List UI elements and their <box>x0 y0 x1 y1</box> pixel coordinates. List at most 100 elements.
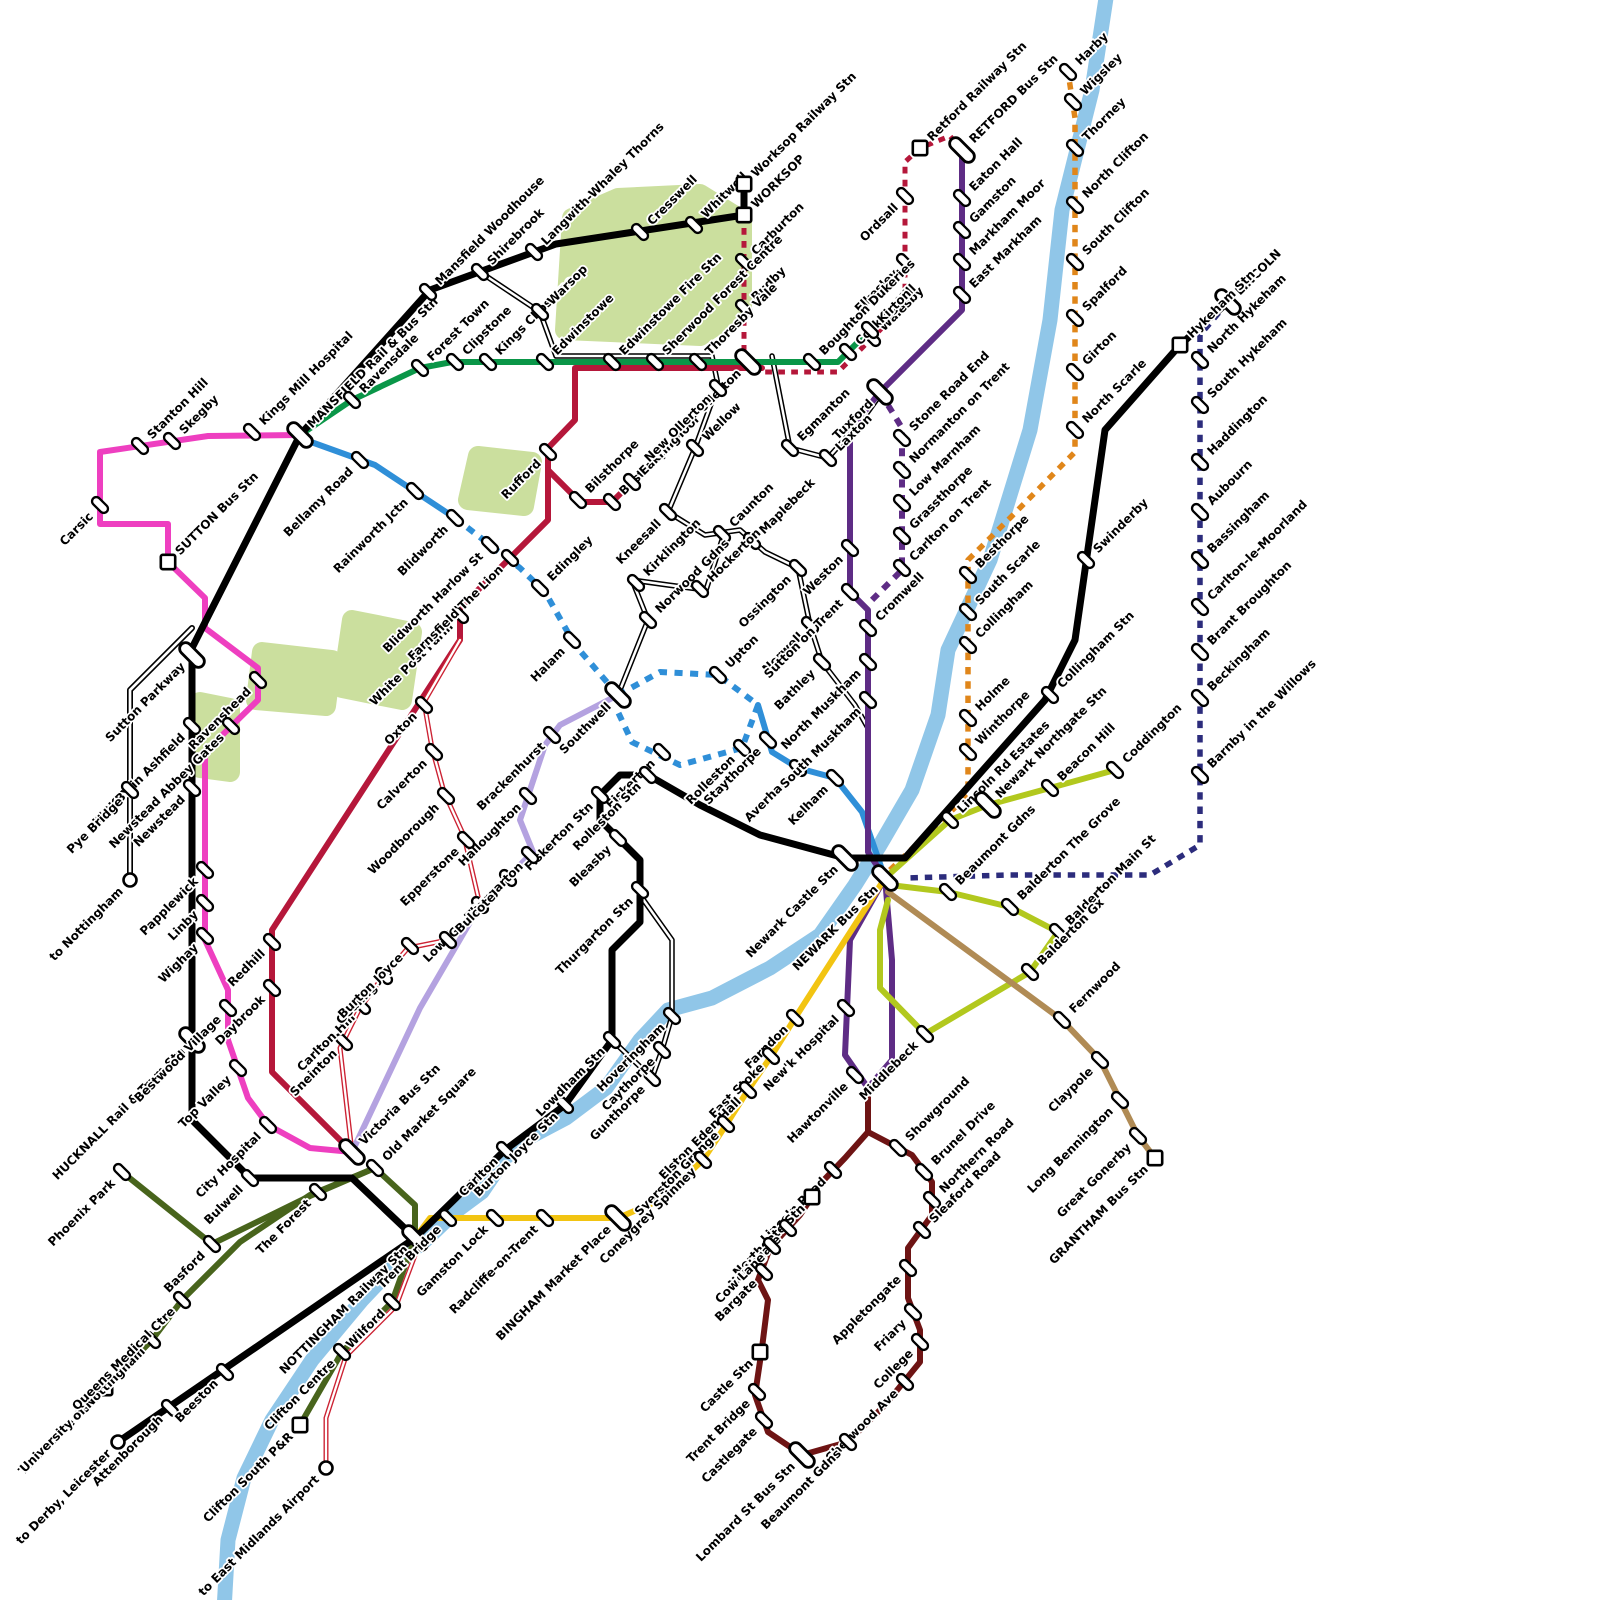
station-wighay[interactable]: Wighay <box>154 926 215 987</box>
station-marker <box>685 438 705 458</box>
station-marker <box>90 495 110 515</box>
station-to-east-midlands-airport[interactable]: to East Midlands Airport <box>194 1460 334 1600</box>
station-barnby-in-the-willows[interactable]: Barnby in the Willows <box>1190 655 1321 785</box>
station-label: Ordsall <box>857 200 901 244</box>
station-fernwood[interactable]: Fernwood <box>1052 957 1125 1030</box>
station-label: Middlebeck <box>856 1038 921 1103</box>
station-marker <box>903 1302 923 1322</box>
station-hawtonville[interactable]: Hawtonville <box>783 1065 865 1148</box>
station-label: Blidworth <box>395 522 451 578</box>
station-marker <box>562 630 582 650</box>
station-marker <box>500 548 520 568</box>
station-upton[interactable]: Upton <box>708 630 763 685</box>
station-marker <box>948 136 976 164</box>
station-marker <box>178 641 206 669</box>
station-marker <box>445 352 465 372</box>
station-marker <box>258 1115 278 1135</box>
station-friary[interactable]: Friary <box>869 1302 923 1356</box>
station-coddington[interactable]: Coddington <box>1105 699 1186 780</box>
station-marker <box>568 490 588 510</box>
station-marker <box>159 553 177 571</box>
route-newark-hospital-purple <box>842 875 895 1091</box>
station-marker <box>892 460 912 480</box>
station-marker <box>456 830 476 850</box>
station-marker <box>952 220 972 240</box>
station-marker <box>410 358 430 378</box>
station-middlebeck[interactable]: Middlebeck <box>855 1024 935 1105</box>
station-marker <box>840 538 860 558</box>
station-ossington[interactable]: Ossington <box>734 558 808 632</box>
station-marker <box>895 186 915 206</box>
station-marker <box>221 716 241 736</box>
station-marker <box>802 352 822 372</box>
station-long-bennington[interactable]: Long Bennington <box>1023 1090 1130 1198</box>
station-marker <box>524 242 544 262</box>
station-marker <box>898 1258 918 1278</box>
station-marker <box>642 1068 662 1088</box>
station-marker <box>414 695 434 715</box>
station-marker <box>248 670 268 690</box>
station-marker <box>638 765 658 785</box>
station-marker <box>630 222 650 242</box>
station-label: Fernwood <box>1066 959 1123 1016</box>
station-brackenhurst[interactable]: Brackenhurst <box>472 725 562 815</box>
station-marker <box>195 926 215 946</box>
station-marker <box>684 215 704 235</box>
station-to-nottingham[interactable]: to Nottingham <box>45 872 138 966</box>
station-marker <box>172 1290 192 1310</box>
station-appletongate[interactable]: Appletongate <box>827 1258 918 1349</box>
station-south-clifton[interactable]: South Clifton <box>1065 184 1154 272</box>
station-bassingham[interactable]: Bassingham <box>1190 486 1274 570</box>
route-newark-collingham-orange <box>888 71 1078 872</box>
station-marker <box>1105 760 1125 780</box>
station-marker <box>182 716 202 736</box>
station-label: to East Midlands Airport <box>196 1472 322 1598</box>
station-blidworth[interactable]: Blidworth <box>393 508 465 580</box>
station-marker <box>228 1058 248 1078</box>
route-rail-pye-bridge-inner <box>128 626 194 882</box>
station-label: Sutton on Trent <box>761 596 846 681</box>
station-marker <box>162 431 182 451</box>
station-label: Spalford <box>1079 263 1130 314</box>
station-label: BINGHAM Market Place <box>493 1222 614 1343</box>
station-marker <box>1171 336 1189 354</box>
station-marker <box>838 342 858 362</box>
station-beeston[interactable]: Beeston <box>170 1362 235 1427</box>
station-collingham-stn[interactable]: Collingham Stn <box>1040 607 1139 705</box>
station-marker <box>215 1362 235 1382</box>
station-marker <box>495 1140 515 1160</box>
station-marker <box>840 582 860 602</box>
station-marker <box>803 1188 821 1206</box>
station-cromwell[interactable]: Cromwell <box>858 568 929 638</box>
station-marker <box>445 508 465 528</box>
station-marker <box>892 428 912 448</box>
station-bingham-market-place[interactable]: BINGHAM Market Place <box>491 1203 633 1345</box>
station-mansfield-woodhouse[interactable]: Mansfield Woodhouse <box>418 171 549 302</box>
station-claypole[interactable]: Claypole <box>1044 1050 1110 1117</box>
station-label: Southwell <box>557 699 614 756</box>
station-top-valley[interactable]: Top Valley <box>174 1058 248 1132</box>
station-marker <box>761 1046 781 1066</box>
station-sutton-bus-stn[interactable]: SUTTON Bus Stn <box>159 467 263 571</box>
station-bellamy-road[interactable]: Bellamy Road <box>279 450 370 541</box>
station-marker <box>860 320 880 340</box>
station-edingley[interactable]: Edingley <box>530 531 597 598</box>
route-mansfield-southwell-blue <box>297 435 458 521</box>
route-bilsthorpe-branch <box>545 467 637 505</box>
station-worksop-railway-stn[interactable]: Worksop Railway Stn <box>735 68 861 193</box>
station-marker <box>350 450 370 470</box>
station-lombard-st-bus-stn[interactable]: Lombard St Bus Stn <box>691 1440 817 1566</box>
area-clipstone-wood <box>458 446 542 516</box>
station-marker <box>751 1343 769 1361</box>
station-marker <box>1065 195 1085 215</box>
station-label: Ossington <box>736 572 794 630</box>
station-label: Upton <box>722 632 761 671</box>
station-balderton-gx[interactable]: Balderton Gx <box>1020 894 1109 982</box>
station-burton-joyce[interactable]: Burton Joyce <box>333 936 420 1023</box>
station-marker <box>1214 288 1242 316</box>
station-bulcote[interactable]: Bulcote <box>438 888 500 950</box>
station-halam[interactable]: Halam <box>526 630 582 686</box>
station-marker <box>952 285 972 305</box>
station-basford[interactable]: Basford <box>159 1234 222 1297</box>
